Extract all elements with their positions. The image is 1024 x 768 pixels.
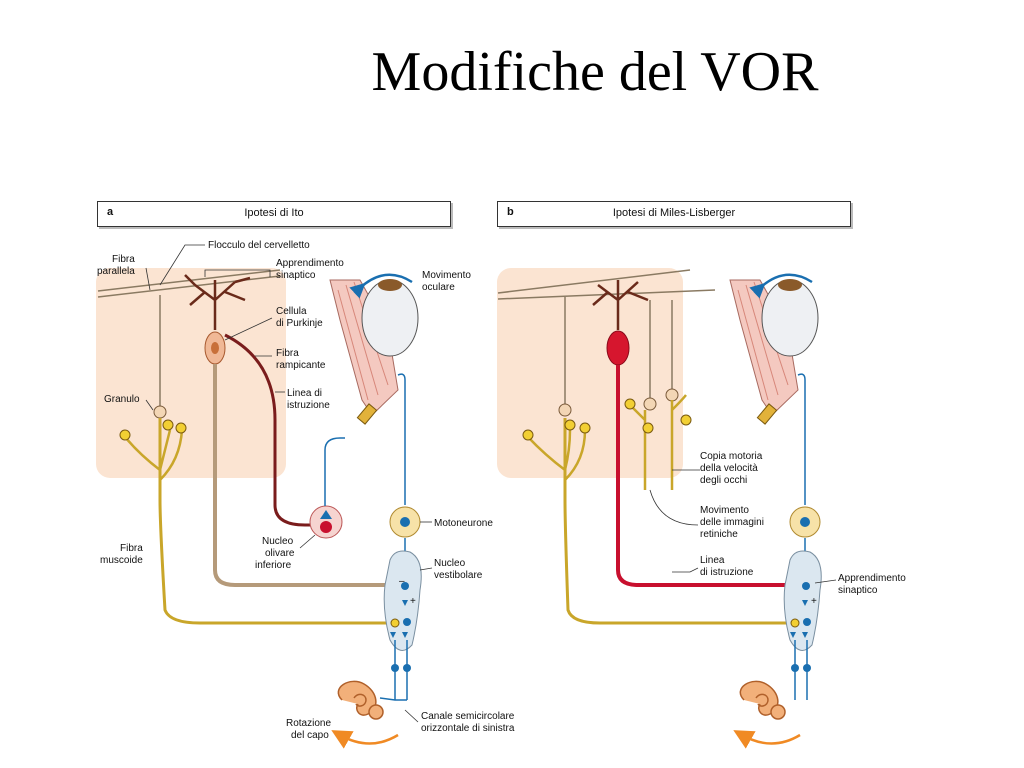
label-granulo-a: Granulo (104, 394, 140, 405)
climbing-fiber-a (224, 333, 320, 527)
label-motoneurone-a: Motoneurone (434, 518, 493, 529)
purkinje-dendrites-a (184, 274, 251, 330)
panel-a-header: a Ipotesi di Ito (97, 201, 451, 227)
slide-title: Modifiche del VOR (371, 41, 819, 103)
mossy-fiber-a (158, 418, 395, 625)
panel-b-title: Ipotesi di Miles-Lisberger (612, 207, 736, 219)
panel-a-letter: a (107, 206, 114, 218)
svg-text:+: + (410, 596, 416, 607)
panel-b-header: b Ipotesi di Miles-Lisberger (497, 201, 851, 227)
label-flocculo-a: Flocculo del cervelletto (208, 240, 310, 251)
head-rotation-arrow-b (733, 730, 801, 749)
head-rotation-arrow-a (331, 730, 399, 749)
semicircular-canal-a (337, 680, 384, 720)
instruction-line-b (616, 365, 790, 587)
cerebellum-region-a (96, 268, 286, 478)
svg-text:+: + (811, 596, 817, 607)
eye-movement-arrow-a (349, 273, 413, 299)
eye-movement-arrow-b (749, 273, 813, 299)
svg-text:–: – (399, 576, 405, 587)
panel-b-letter: b (507, 206, 514, 218)
cerebellum-region-b (497, 268, 683, 478)
purkinje-cell-b (606, 330, 630, 366)
semicircular-canal-b (739, 680, 786, 720)
panel-a-title: Ipotesi di Ito (244, 207, 304, 219)
granule-cell-a (153, 405, 167, 419)
